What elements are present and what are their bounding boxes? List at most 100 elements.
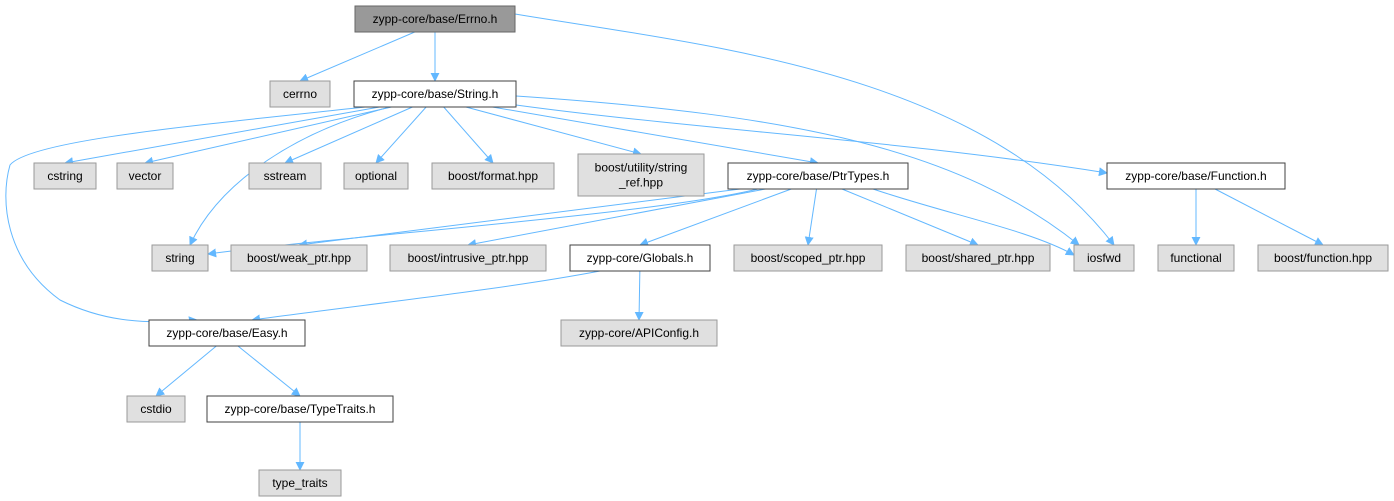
node-shared_ptr: boost/shared_ptr.hpp [905, 244, 1051, 272]
edge-ptrtypes-to-iosfwd [872, 188, 1075, 256]
node-label: iosfwd [1087, 251, 1121, 265]
node-cstring: cstring [33, 162, 97, 190]
node-box [905, 244, 1051, 272]
node-label: zypp-core/base/PtrTypes.h [747, 169, 890, 183]
node-label: zypp-core/base/Function.h [1125, 169, 1266, 183]
node-globals[interactable]: zypp-core/Globals.h [569, 244, 711, 272]
node-box [116, 162, 174, 190]
node-label: boost/weak_ptr.hpp [247, 251, 351, 265]
node-label: zypp-core/base/Errno.h [373, 12, 498, 26]
edges-layer [5, 13, 1324, 471]
node-label: cerrno [283, 87, 317, 101]
node-box [1157, 244, 1235, 272]
node-box [248, 162, 322, 190]
node-box [353, 80, 517, 108]
node-boost_format: boost/format.hpp [431, 162, 555, 190]
edge-string_h-to-sstream [284, 106, 413, 164]
node-boost_string_ref: boost/utility/string_ref.hpp [577, 153, 705, 197]
node-function_h[interactable]: zypp-core/base/Function.h [1106, 162, 1286, 190]
edge-ptrtypes-to-shared_ptr [841, 188, 979, 247]
node-label: vector [129, 169, 162, 183]
nodes-layer: zypp-core/base/Errno.h cerrno zypp-core/ba… [33, 5, 1389, 497]
node-apiconfig: zypp-core/APIConfig.h [560, 319, 718, 347]
node-box [230, 244, 368, 272]
node-box [577, 153, 705, 197]
node-box [1106, 162, 1286, 190]
node-label: zypp-core/APIConfig.h [579, 326, 699, 340]
node-label: boost/shared_ptr.hpp [922, 251, 1035, 265]
node-label: zypp-core/base/String.h [372, 87, 499, 101]
edge-ptrtypes-to-scoped_ptr [804, 188, 817, 246]
node-label: sstream [264, 169, 307, 183]
edge-string_h-to-vector [144, 106, 392, 166]
node-cerrno: cerrno [269, 80, 331, 108]
node-string: string [151, 244, 209, 272]
node-box [560, 319, 718, 347]
node-label: string [165, 251, 194, 265]
edge-string_h-to-ptrtypes [492, 106, 819, 167]
node-label: boost/scoped_ptr.hpp [751, 251, 866, 265]
edge-errno-to-iosfwd [514, 13, 1115, 246]
node-label: boost/utility/string [595, 161, 688, 175]
node-label: optional [355, 169, 397, 183]
node-weak_ptr: boost/weak_ptr.hpp [230, 244, 368, 272]
edge-string_h-to-boost_format [443, 106, 494, 164]
node-box [126, 395, 186, 423]
edge-globals-to-easy [251, 270, 601, 324]
node-box [33, 162, 97, 190]
node-box [569, 244, 711, 272]
node-box [733, 244, 883, 272]
node-intrusive_ptr: boost/intrusive_ptr.hpp [389, 244, 547, 272]
node-functional: functional [1157, 244, 1235, 272]
node-label: type_traits [272, 476, 327, 490]
edge-string_h-to-string [189, 106, 391, 246]
node-ptrtypes[interactable]: zypp-core/base/PtrTypes.h [727, 162, 909, 190]
node-box [151, 244, 209, 272]
node-box [727, 162, 909, 190]
node-iosfwd: iosfwd [1073, 244, 1135, 272]
node-label: zypp-core/base/Easy.h [166, 326, 287, 340]
node-scoped_ptr: boost/scoped_ptr.hpp [733, 244, 883, 272]
edge-globals-to-apiconfig [634, 270, 644, 321]
edge-string_h-to-easy [5, 106, 366, 326]
node-label: boost/function.hpp [1274, 251, 1372, 265]
node-errno[interactable]: zypp-core/base/Errno.h [354, 5, 516, 33]
node-label: cstdio [140, 402, 172, 416]
node-box [206, 395, 394, 423]
node-box [269, 80, 331, 108]
edge-ptrtypes-to-globals [639, 188, 792, 247]
edge-string_h-to-cstring [64, 106, 380, 167]
node-label: boost/format.hpp [448, 169, 538, 183]
node-vector: vector [116, 162, 174, 190]
edge-string_h-to-function_h [515, 104, 1108, 177]
node-typetraits[interactable]: zypp-core/base/TypeTraits.h [206, 395, 394, 423]
edge-ptrtypes-to-weak_ptr [298, 188, 741, 249]
edge-ptrtypes-to-intrusive_ptr [467, 188, 766, 248]
node-box [431, 162, 555, 190]
node-label: zypp-core/base/TypeTraits.h [225, 402, 376, 416]
node-boost_function: boost/function.hpp [1257, 244, 1389, 272]
node-box [1257, 244, 1389, 272]
edge-errno-to-cerrno [299, 31, 415, 82]
node-box [389, 244, 547, 272]
edge-string_h-to-optional [375, 106, 427, 164]
node-sstream: sstream [248, 162, 322, 190]
node-string_h[interactable]: zypp-core/base/String.h [353, 80, 517, 108]
node-type_traits: type_traits [258, 469, 342, 497]
node-label: functional [1170, 251, 1221, 265]
edge-easy-to-typetraits [237, 345, 301, 397]
node-label: cstring [47, 169, 82, 183]
node-box [1073, 244, 1135, 272]
node-box [258, 469, 342, 497]
node-label: zypp-core/Globals.h [587, 251, 694, 265]
node-cstdio: cstdio [126, 395, 186, 423]
edge-function_h-to-boost_function [1214, 188, 1324, 246]
node-easy[interactable]: zypp-core/base/Easy.h [148, 319, 306, 347]
edge-string_h-to-boost_string_ref [465, 106, 642, 157]
node-label: _ref.hpp [618, 176, 663, 190]
edge-easy-to-cstdio [155, 345, 217, 397]
node-label: boost/intrusive_ptr.hpp [408, 251, 529, 265]
edge-string_h-to-iosfwd [515, 95, 1080, 246]
node-box [148, 319, 306, 347]
